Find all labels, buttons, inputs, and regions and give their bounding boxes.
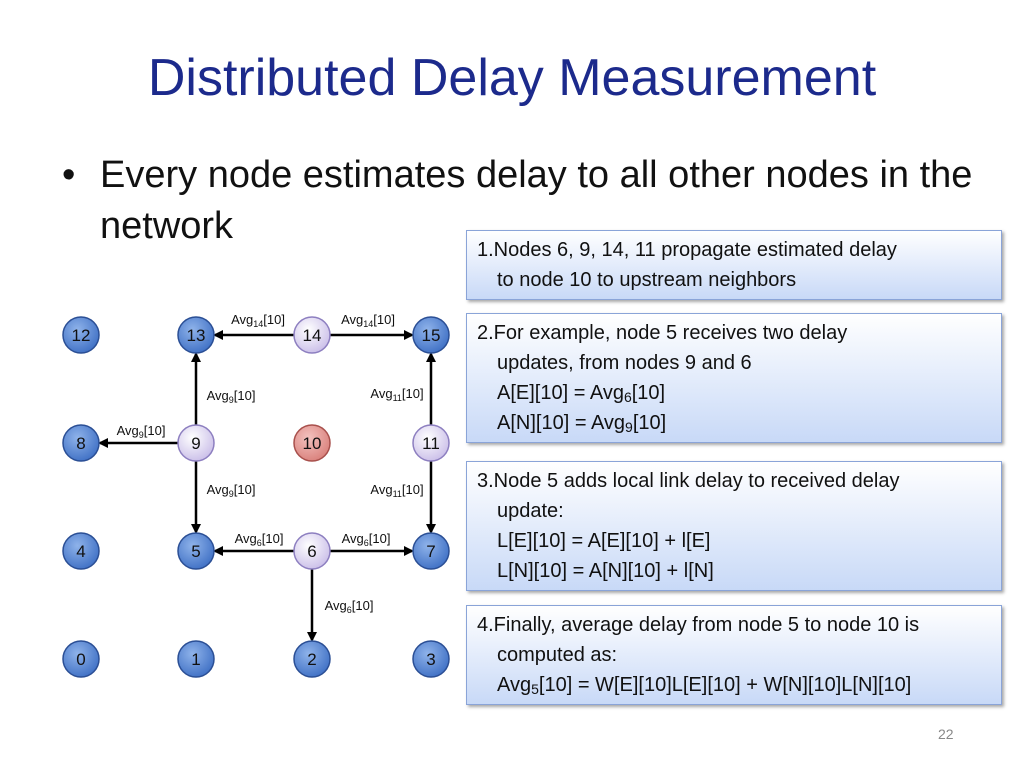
step-box-3-line: 3.Node 5 adds local link delay to receiv… [477,470,900,492]
step-box-4: 4.Finally, average delay from node 5 to … [466,605,1002,705]
page-number: 22 [938,726,954,742]
step-box-3-line: L[E][10] = A[E][10] + l[E] [497,530,711,552]
node-13-label: 13 [187,326,206,345]
step-box-2-line: A[N][10] = Avg9[10] [497,412,667,435]
node-1-label: 1 [191,650,200,669]
edge-label-11-to-7: Avg11[10] [370,482,423,499]
step-box-1: 1.Nodes 6, 9, 14, 11 propagate estimated… [466,230,1002,300]
node-3-circle [412,640,450,678]
node-3: 3 [412,640,450,678]
node-15-circle [412,316,450,354]
node-5-label: 5 [191,542,200,561]
node-2: 2 [293,640,331,678]
bullet-text: Every node estimates delay to all other … [100,154,973,248]
node-10-label: 10 [303,434,322,453]
step-box-2-line: updates, from nodes 9 and 6 [497,352,752,374]
node-9: 9 [177,424,215,462]
node-0-circle [62,640,100,678]
node-6: 6 [293,532,331,570]
node-12: 12 [62,316,100,354]
node-6-circle [293,532,331,570]
node-11-label: 11 [422,434,440,453]
node-7-label: 7 [426,542,435,561]
step-box-4-line: Avg5[10] = W[E][10]L[E][10] + W[N][10]L[… [497,674,912,697]
node-12-label: 12 [72,326,91,345]
node-4-circle [62,532,100,570]
node-14-label: 14 [303,326,322,345]
node-9-label: 9 [191,434,200,453]
node-4: 4 [62,532,100,570]
node-14: 14 [293,316,331,354]
edge-label-9-to-5: Avg9[10] [207,482,256,499]
node-4-label: 4 [76,542,85,561]
step-box-2-line: 2.For example, node 5 receives two delay [477,322,848,344]
node-13: 13 [177,316,215,354]
step-box-2-line: A[E][10] = Avg6[10] [497,382,666,405]
node-8-circle [62,424,100,462]
slide-title: Distributed Delay Measurement [147,49,877,107]
node-8: 8 [62,424,100,462]
edge-label-14-to-15: Avg14[10] [341,312,395,329]
edge-label-6-to-2: Avg6[10] [325,598,374,615]
node-5-circle [177,532,215,570]
step-box-3-line: L[N][10] = A[N][10] + l[N] [497,560,714,582]
node-12-circle [62,316,100,354]
node-7: 7 [412,532,450,570]
step-box-3-line: update: [497,500,564,522]
node-13-circle [177,316,215,354]
node-2-label: 2 [307,650,316,669]
edge-label-6-to-5: Avg6[10] [235,531,284,548]
edge-label-6-to-7: Avg6[10] [342,531,391,548]
step-box-4-line: 4.Finally, average delay from node 5 to … [477,614,920,636]
step-box-2: 2.For example, node 5 receives two delay… [466,313,1002,443]
node-11: 11 [412,424,450,462]
bullet-dot-icon: • [62,154,76,196]
node-11-circle [412,424,450,462]
node-0-label: 0 [76,650,85,669]
step-box-1-line: to node 10 to upstream neighbors [497,269,797,291]
node-2-circle [293,640,331,678]
node-3-label: 3 [426,650,435,669]
node-0: 0 [62,640,100,678]
edge-label-11-to-15: Avg11[10] [370,386,423,403]
edge-label-9-to-13: Avg9[10] [207,388,256,405]
node-1-circle [177,640,215,678]
node-6-label: 6 [307,542,316,561]
node-5: 5 [177,532,215,570]
node-15-label: 15 [422,326,441,345]
node-14-circle [293,316,331,354]
step-box-3: 3.Node 5 adds local link delay to receiv… [466,461,1002,591]
node-15: 15 [412,316,450,354]
edge-label-14-to-13: Avg14[10] [231,312,285,329]
node-7-circle [412,532,450,570]
edge-label-9-to-8: Avg9[10] [117,423,166,440]
step-box-1-line: 1.Nodes 6, 9, 14, 11 propagate estimated… [477,239,897,261]
node-1: 1 [177,640,215,678]
step-box-4-line: computed as: [497,644,618,666]
node-8-label: 8 [76,434,85,453]
node-10: 10 [293,424,331,462]
node-10-circle [293,424,331,462]
node-9-circle [177,424,215,462]
